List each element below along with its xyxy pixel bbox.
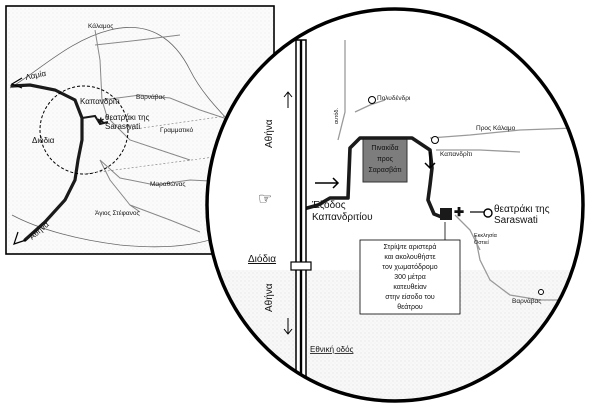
directions-line: Στρίψτε αριστερά: [384, 243, 437, 251]
inset-label-kapandriti: Καπανδρίτι: [80, 97, 120, 106]
inset-label-grammatiko: Γραμματικό: [160, 126, 193, 134]
detail-map: Πινακίδα προς Σαρασβάτι ✚ ☞: [205, 7, 585, 403]
theater-star-icon: ✚: [454, 205, 464, 219]
directions-line: 300 μέτρα: [394, 273, 426, 281]
detail-label-polydendri: Πολυδένδρι: [377, 94, 411, 102]
inset-label-marathonas: Μαραθώνας: [150, 180, 185, 188]
directions-line: τον χωματόδρομο: [382, 263, 437, 271]
directions-line: και ακολουθήστε: [384, 254, 435, 261]
exit-label: Έξοδος: [311, 200, 346, 211]
detail-label-athina-down: Αθήνα: [263, 283, 275, 312]
detail-label-theatraki: θεατράκι της: [494, 203, 550, 215]
directions-line: θεάτρου: [397, 303, 423, 311]
detail-label-small-road: αυτόδ.: [333, 108, 340, 124]
directions-text: Στρίψτε αριστερά και ακολουθήστε τον χωμ…: [382, 243, 437, 311]
inset-label-saraswati: Saraswati: [105, 122, 140, 131]
detail-label-saraswati: Saraswati: [494, 215, 538, 226]
detail-label-diodia: Διόδια: [248, 253, 276, 265]
inset-label-agios-stefanos: Άγιος Στέφανος: [95, 209, 140, 217]
detail-label-athina-up: Αθήνα: [263, 119, 275, 148]
directions-line: κατευθείαν: [393, 283, 427, 291]
sign-line-1: Πινακίδα: [371, 144, 398, 152]
detail-label-ekklisia: Εκκλησία: [474, 233, 498, 239]
detail-label-ethniki-odos: Εθνική οδός: [310, 345, 354, 354]
sign-line-2: προς: [377, 156, 394, 163]
pointing-hand-icon: ☞: [258, 191, 272, 208]
detail-label-kapandriti: Καπανδρίτι: [440, 150, 473, 158]
inset-label-diodia: Διόδια: [32, 136, 55, 145]
inset-label-kalamos: Κάλαμος: [88, 22, 113, 30]
detail-label-ekklisia-2: Οστιεί: [474, 240, 490, 246]
inset-label-lamia: Λαμία: [25, 69, 48, 82]
star-icon: ✱: [97, 116, 105, 126]
arrow-icon: [315, 177, 340, 189]
inset-label-theatraki: θεατράκι της: [105, 113, 150, 122]
directions-line: στην είσοδο του: [385, 293, 435, 301]
inset-label-varnavas: Βαρνάβας: [136, 93, 165, 101]
exit-name-label: Καπανδριτίου: [312, 211, 373, 223]
detail-label-varnavas: Βαρνάβας: [512, 297, 541, 305]
detail-label-pros-kalamo: Προς Κάλαμο: [476, 124, 516, 132]
sign-line-3: Σαρασβάτι: [368, 166, 402, 174]
